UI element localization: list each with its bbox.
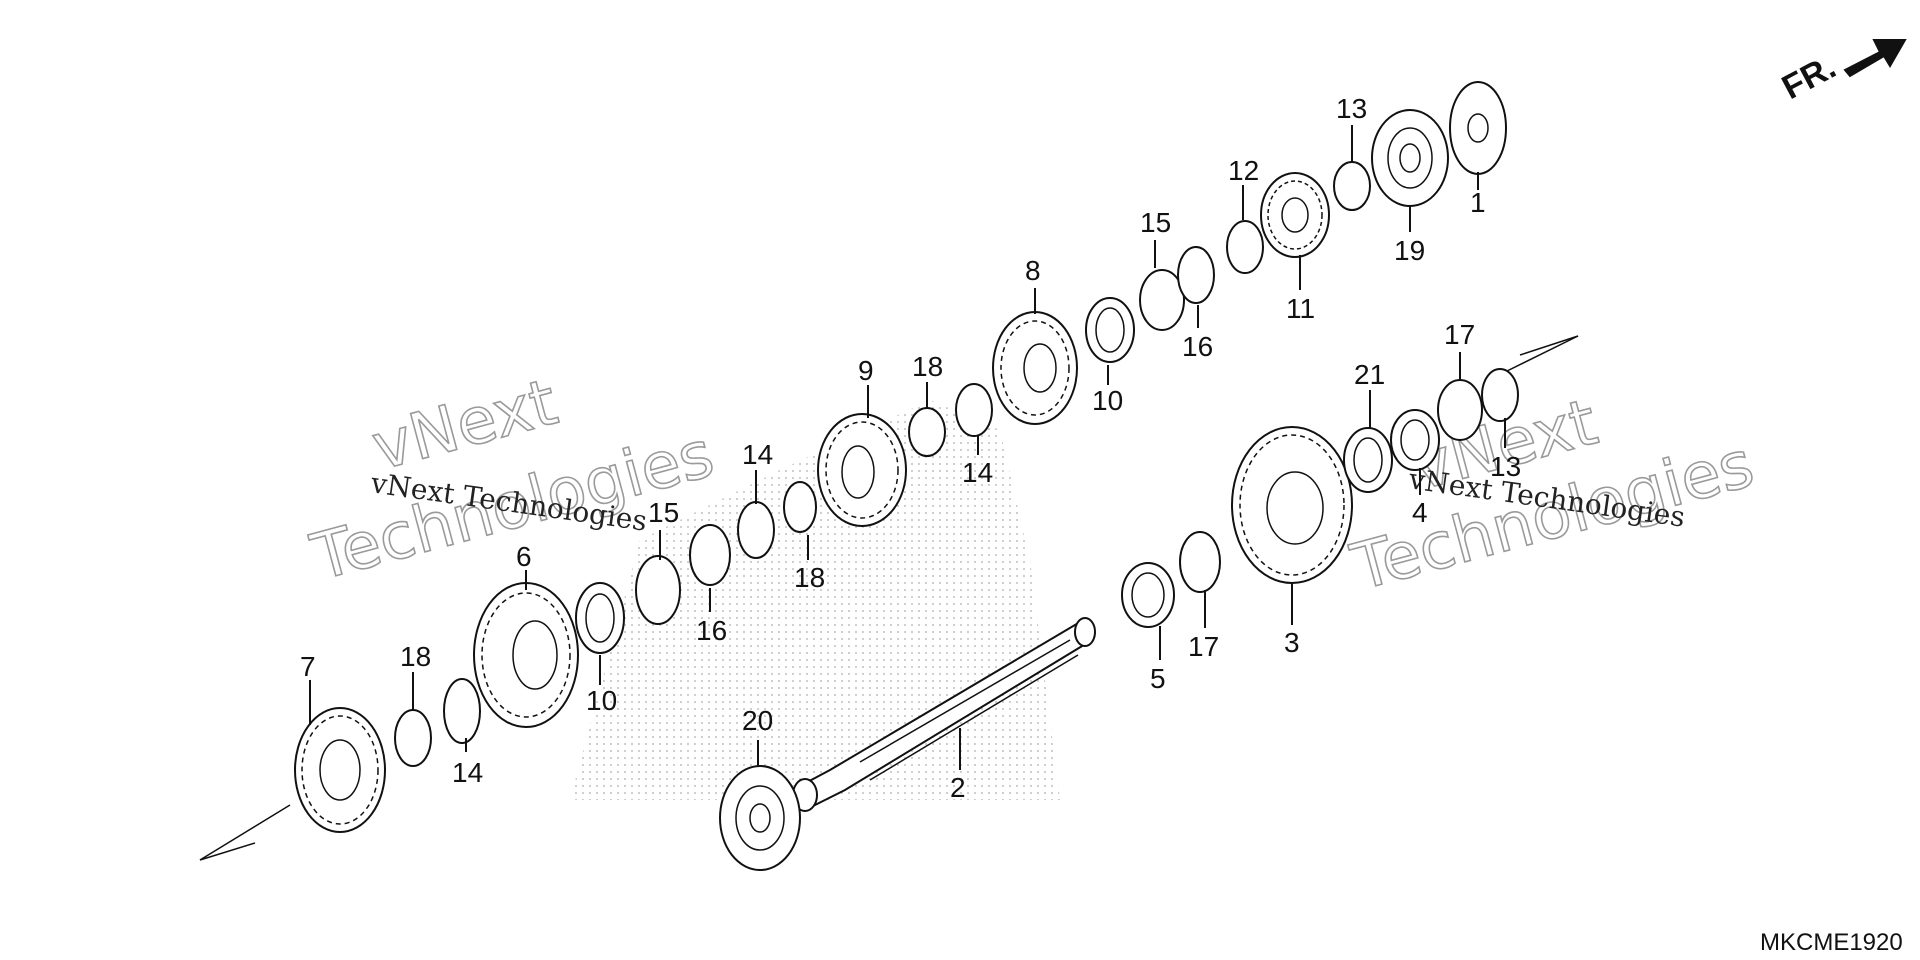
washer-part-15b	[1139, 269, 1185, 331]
label-14b: 14	[742, 439, 773, 470]
gear-part-7	[294, 707, 386, 833]
bushing-part-5	[1121, 562, 1175, 628]
gear-part-3	[1231, 426, 1353, 584]
label-6: 6	[516, 541, 532, 572]
label-10b: 10	[1092, 385, 1123, 416]
needle-bearing-part-10b	[1085, 297, 1135, 363]
ball-bearing-part-20	[719, 765, 801, 871]
label-14c: 14	[962, 457, 993, 488]
ring-part-14c	[955, 383, 993, 437]
part-labels: 7 18 14 6 10 15 16 14 18 9 18 14 8 10 15…	[300, 93, 1521, 803]
label-17a: 17	[1188, 631, 1219, 662]
ring-part-18c	[908, 407, 946, 457]
front-direction-arrow: FR.	[1776, 39, 1907, 107]
arrow-right-icon	[1843, 39, 1907, 78]
label-21: 21	[1354, 359, 1385, 390]
label-8: 8	[1025, 255, 1041, 286]
label-15b: 15	[1140, 207, 1171, 238]
ring-part-18a	[394, 709, 432, 767]
label-1: 1	[1470, 187, 1486, 218]
label-20: 20	[742, 705, 773, 736]
label-9: 9	[858, 355, 874, 386]
axis-lines	[199, 335, 1579, 861]
label-5: 5	[1150, 663, 1166, 694]
label-16a: 16	[696, 615, 727, 646]
label-13b: 13	[1490, 451, 1521, 482]
label-12: 12	[1228, 155, 1259, 186]
label-17b: 17	[1444, 319, 1475, 350]
label-7: 7	[300, 651, 316, 682]
gear-part-8	[992, 311, 1078, 425]
label-18b: 18	[794, 562, 825, 593]
seal-part-1	[1449, 81, 1507, 175]
label-19: 19	[1394, 235, 1425, 266]
background-logo-shape	[570, 400, 1060, 800]
ring-part-12	[1226, 220, 1264, 274]
needle-bearing-part-10a	[575, 582, 625, 654]
washer-part-15a	[635, 555, 681, 625]
drawing-code: MKCME1920	[1760, 929, 1903, 956]
label-16b: 16	[1182, 331, 1213, 362]
ball-bearing-part-19	[1371, 109, 1449, 207]
label-18c: 18	[912, 351, 943, 382]
gear-part-11	[1260, 172, 1330, 258]
washer-part-13b	[1481, 368, 1519, 422]
gear-part-9	[817, 413, 907, 527]
label-15a: 15	[648, 497, 679, 528]
label-13a: 13	[1336, 93, 1367, 124]
needle-bearing-part-21	[1343, 427, 1393, 493]
washer-part-13a	[1333, 161, 1371, 211]
label-4: 4	[1412, 497, 1428, 528]
washer-part-17b	[1437, 379, 1483, 441]
shaft-part-2	[792, 617, 1096, 812]
label-14a: 14	[452, 757, 483, 788]
leader-lines	[309, 125, 1506, 770]
label-10a: 10	[586, 685, 617, 716]
svg-text:FR.: FR.	[1776, 48, 1842, 107]
ring-part-14b	[737, 501, 775, 559]
label-18a: 18	[400, 641, 431, 672]
label-3: 3	[1284, 627, 1300, 658]
washer-part-17a	[1179, 531, 1221, 593]
ring-part-14a	[443, 678, 481, 744]
needle-bearing-part-4	[1390, 409, 1440, 471]
gear-part-6	[473, 582, 579, 728]
label-11: 11	[1286, 293, 1315, 324]
ring-part-16a	[689, 524, 731, 586]
ring-part-16b	[1177, 246, 1215, 304]
ring-part-18b	[783, 481, 817, 533]
label-2: 2	[950, 772, 966, 803]
